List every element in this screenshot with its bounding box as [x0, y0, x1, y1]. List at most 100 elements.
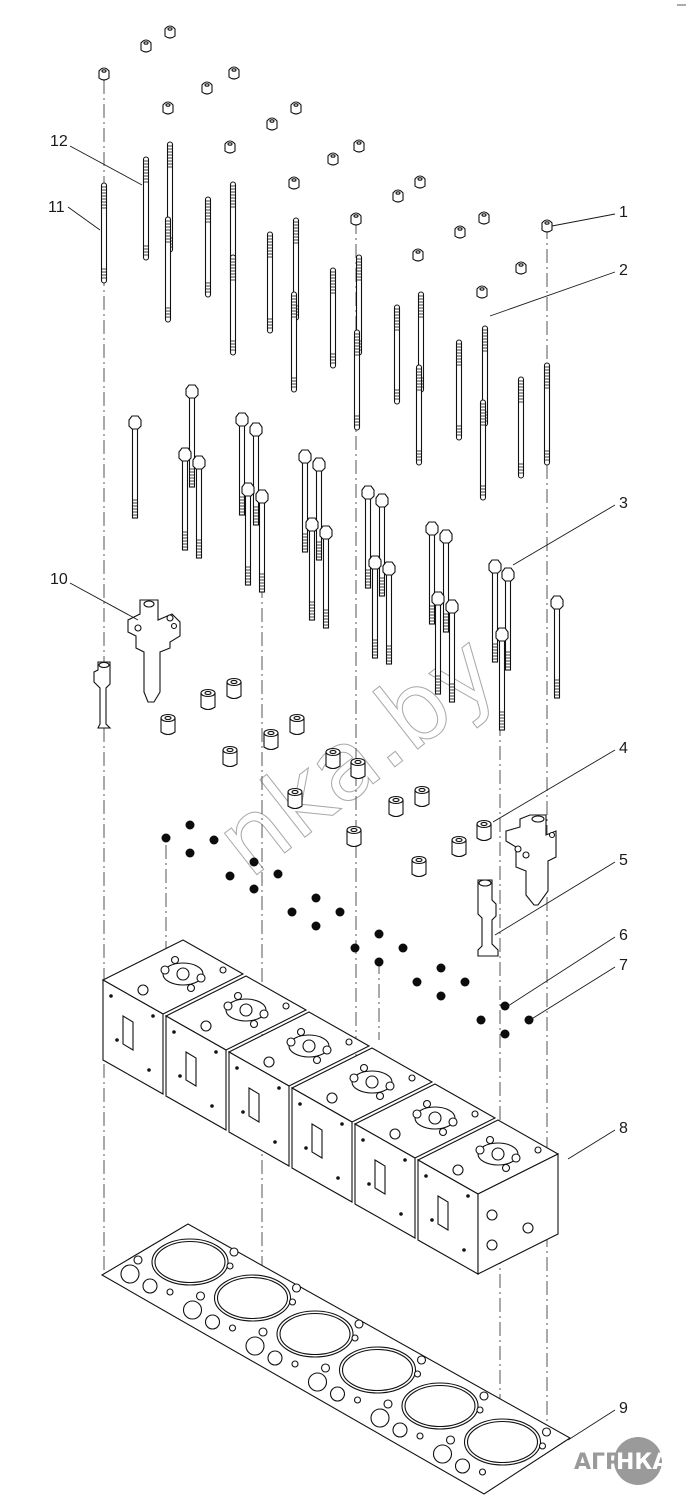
injector-left[interactable]	[93, 661, 112, 729]
seal-ring[interactable]	[161, 833, 171, 843]
bolt[interactable]	[439, 529, 453, 633]
bolt[interactable]	[249, 422, 263, 526]
head-gasket-part-9[interactable]	[100, 1223, 572, 1495]
bracket-right[interactable]	[505, 814, 557, 906]
cylinder-head[interactable]	[416, 1119, 560, 1275]
seal-ring[interactable]	[412, 977, 422, 987]
seal-ring[interactable]	[500, 1029, 510, 1039]
bolt[interactable]	[445, 599, 459, 703]
seal-ring[interactable]	[185, 848, 195, 858]
sleeve[interactable]	[411, 855, 427, 878]
bolt[interactable]	[298, 449, 312, 553]
stud[interactable]	[415, 364, 423, 466]
bolt[interactable]	[375, 493, 389, 597]
seal-ring[interactable]	[524, 1015, 534, 1025]
callout-10[interactable]: 10	[50, 571, 139, 621]
nut[interactable]	[327, 152, 339, 166]
bolt[interactable]	[382, 561, 396, 665]
bolt[interactable]	[235, 412, 249, 516]
seal-ring[interactable]	[209, 835, 219, 845]
sleeve[interactable]	[222, 745, 238, 768]
nut[interactable]	[515, 261, 527, 275]
callout-7[interactable]: 7	[529, 957, 628, 1021]
nut[interactable]	[140, 39, 152, 53]
nut[interactable]	[98, 67, 110, 81]
bracket-part-10[interactable]	[127, 599, 181, 703]
bolt[interactable]	[128, 415, 142, 519]
bolt[interactable]	[319, 525, 333, 629]
nut[interactable]	[392, 189, 404, 203]
callout-4[interactable]: 4	[492, 740, 628, 823]
nut[interactable]	[266, 117, 278, 131]
bolt[interactable]	[312, 457, 326, 561]
nut[interactable]	[164, 25, 176, 39]
stud[interactable]	[142, 156, 150, 261]
stud[interactable]	[204, 196, 212, 298]
bolt[interactable]	[192, 455, 206, 559]
stud[interactable]	[543, 362, 551, 466]
bolt[interactable]	[488, 559, 502, 663]
seal-ring[interactable]	[311, 893, 321, 903]
nut[interactable]	[162, 101, 174, 115]
seal-ring[interactable]	[249, 857, 259, 867]
nut[interactable]	[228, 66, 240, 80]
sleeve[interactable]	[346, 825, 362, 848]
nut[interactable]	[350, 212, 362, 226]
stud[interactable]	[479, 399, 487, 501]
bolt[interactable]	[368, 555, 382, 659]
sleeve[interactable]	[451, 835, 467, 858]
callout-6[interactable]: 6	[507, 927, 628, 1007]
stud[interactable]	[266, 231, 274, 334]
seal-ring[interactable]	[436, 991, 446, 1001]
nut[interactable]	[454, 225, 466, 239]
cylinder-head[interactable]	[290, 1047, 434, 1203]
nut[interactable]	[288, 176, 300, 190]
seal-ring[interactable]	[500, 1001, 510, 1011]
cylinder-head[interactable]	[101, 939, 245, 1095]
nut[interactable]	[201, 81, 213, 95]
stud[interactable]	[517, 376, 525, 479]
seal-ring[interactable]	[335, 907, 345, 917]
bolt[interactable]	[178, 447, 192, 551]
bolt[interactable]	[361, 485, 375, 589]
callout-5[interactable]: 5	[494, 852, 628, 936]
sleeve[interactable]	[350, 757, 366, 780]
sleeve[interactable]	[263, 728, 279, 751]
nut[interactable]	[353, 139, 365, 153]
nut[interactable]	[224, 140, 236, 154]
seal-ring[interactable]	[273, 869, 283, 879]
stud[interactable]	[164, 216, 172, 323]
seal-ring[interactable]	[460, 977, 470, 987]
bolt[interactable]	[185, 384, 199, 488]
bolt[interactable]	[305, 517, 319, 621]
bolt[interactable]	[550, 595, 564, 699]
seal-ring[interactable]	[311, 921, 321, 931]
sleeve[interactable]	[226, 677, 242, 700]
stud[interactable]	[393, 304, 401, 405]
seal-ring[interactable]	[350, 943, 360, 953]
sleeve[interactable]	[287, 787, 303, 810]
stud[interactable]	[329, 267, 337, 369]
nut[interactable]	[290, 101, 302, 115]
seal-ring[interactable]	[249, 884, 259, 894]
callout-9[interactable]: 9	[567, 1400, 628, 1441]
bolt[interactable]	[255, 489, 269, 593]
cylinder-head[interactable]	[227, 1011, 371, 1167]
sleeve[interactable]	[414, 785, 430, 808]
stud[interactable]	[100, 182, 108, 284]
injector-part-5[interactable]	[477, 879, 499, 957]
sleeve[interactable]	[388, 795, 404, 818]
seal-ring[interactable]	[374, 929, 384, 939]
seal-ring[interactable]	[476, 1015, 486, 1025]
stud[interactable]	[290, 291, 298, 393]
seal-ring[interactable]	[436, 963, 446, 973]
nut[interactable]	[412, 248, 424, 262]
seal-ring[interactable]	[225, 871, 235, 881]
bolt[interactable]	[501, 567, 515, 671]
nut[interactable]	[541, 219, 553, 233]
sleeve[interactable]	[289, 713, 305, 736]
nut[interactable]	[476, 285, 488, 299]
bolt[interactable]	[495, 627, 509, 731]
cylinder-head[interactable]	[164, 975, 308, 1131]
bolt[interactable]	[431, 591, 445, 695]
